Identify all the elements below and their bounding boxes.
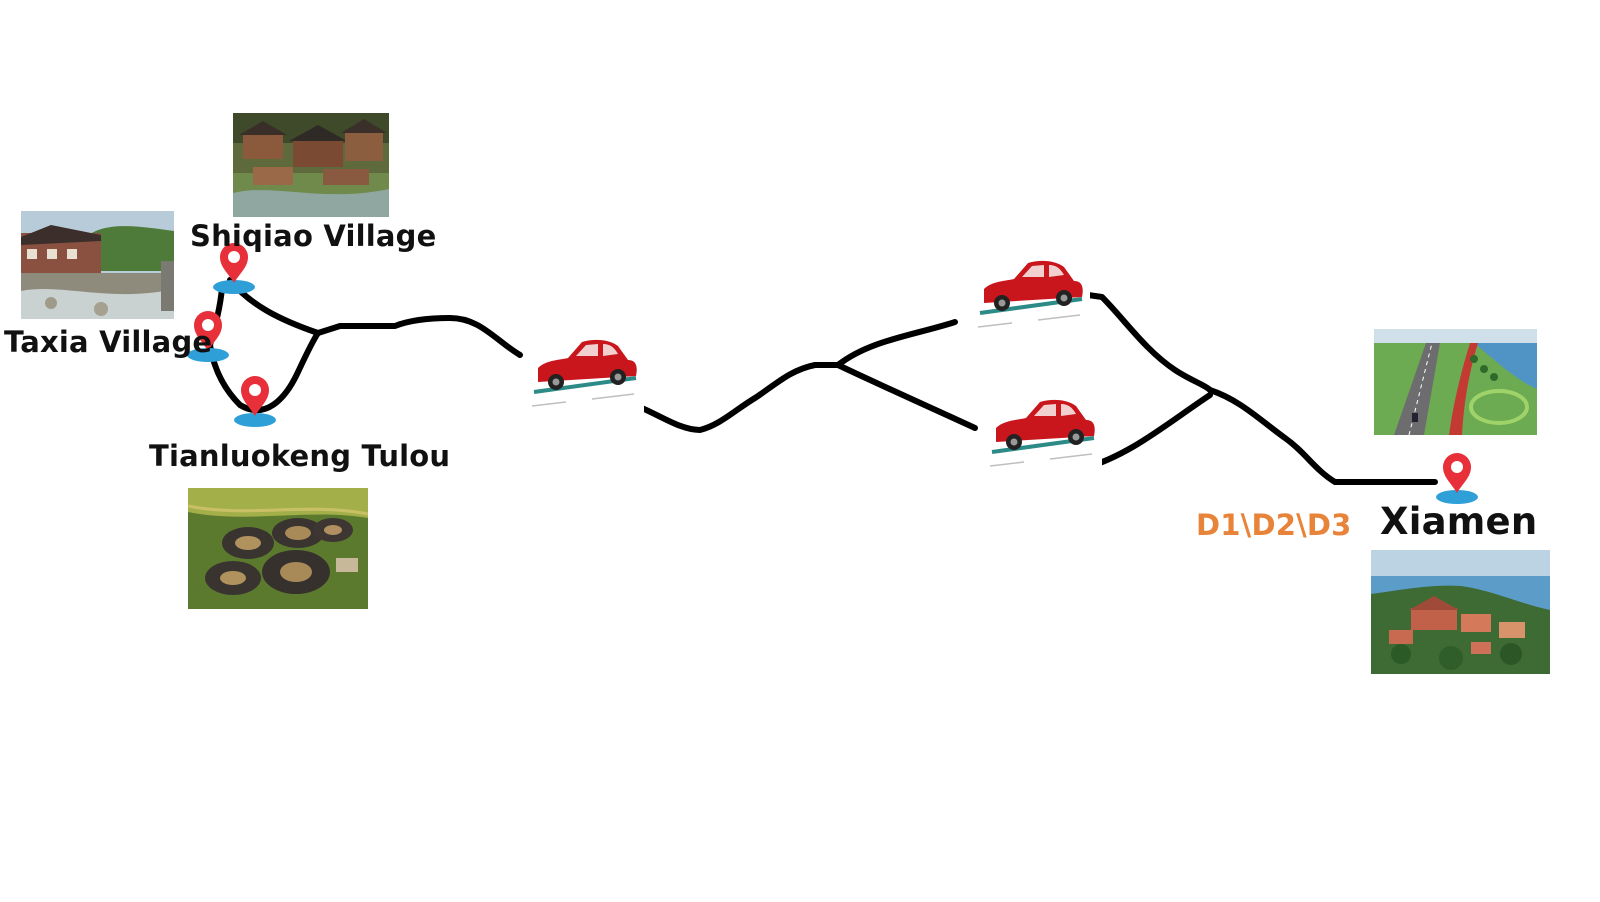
xiamen-coast-road-photo	[1374, 329, 1537, 435]
place-label-tianluokeng-tulou: Tianluokeng Tulou	[149, 439, 451, 473]
place-label-taxia-village: Taxia Village	[4, 325, 213, 359]
taxia-village-photo	[21, 211, 174, 319]
map-pin-icon	[1436, 453, 1478, 504]
route-lower-branch-east	[1082, 392, 1213, 471]
car-icon	[968, 246, 1092, 340]
route-main-middle	[632, 362, 841, 433]
xiamen-island-photo	[1371, 550, 1550, 674]
place-label-shiqiao-village: Shiqiao Village	[190, 219, 437, 253]
car-icon	[522, 325, 646, 419]
car-icon	[980, 385, 1104, 479]
trip-days-label: D1\D2\D3	[1196, 508, 1352, 542]
route-lower-branch-west	[835, 362, 978, 431]
route-main-west	[315, 315, 523, 358]
shiqiao-village-photo	[233, 113, 389, 217]
route-upper-branch-east	[1085, 292, 1213, 393]
route-main-east	[1207, 387, 1438, 485]
place-label-xiamen: Xiamen	[1380, 500, 1538, 543]
route-upper-branch-west	[835, 319, 958, 368]
tianluokeng-tulou-photo	[188, 488, 368, 609]
